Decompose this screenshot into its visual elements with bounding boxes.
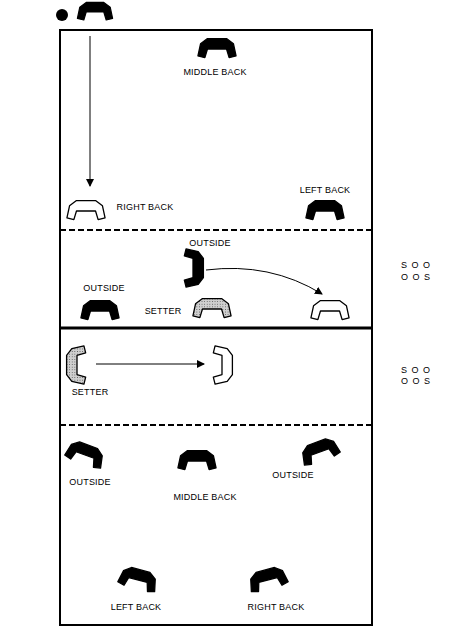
position-label: RIGHT BACK	[117, 202, 174, 212]
position-label: OUTSIDE	[272, 470, 313, 480]
attack-line	[60, 424, 372, 426]
position-label: OUTSIDE	[83, 283, 124, 293]
net-line	[60, 327, 372, 330]
position-label: MIDDLE BACK	[183, 67, 246, 77]
position-label: LEFT BACK	[300, 185, 351, 195]
court-outline	[60, 30, 372, 625]
server-figure	[77, 2, 112, 20]
player-figure	[81, 301, 119, 320]
player-figure	[306, 201, 344, 220]
player-figure	[117, 565, 159, 593]
setter-figure	[67, 346, 86, 384]
player-figure	[178, 451, 216, 470]
player-figure	[247, 565, 289, 593]
rotation-code: S O O	[401, 260, 431, 270]
position-label: SETTER	[72, 387, 109, 397]
rotation-code: S O O	[401, 365, 431, 375]
ball	[56, 9, 68, 21]
move-arrow	[96, 364, 204, 365]
rotation-code: O O S	[401, 376, 431, 386]
setter-figure	[193, 299, 231, 318]
position-label: SETTER	[145, 306, 182, 316]
player-figure	[198, 39, 236, 58]
position-label: OUTSIDE	[69, 477, 110, 487]
rotation-code: O O S	[401, 272, 431, 282]
player-figure	[299, 436, 341, 467]
player-figure	[311, 301, 349, 320]
position-label: MIDDLE BACK	[173, 492, 236, 502]
player-figure	[64, 439, 106, 470]
position-label: OUTSIDE	[189, 238, 230, 248]
position-label: LEFT BACK	[111, 602, 162, 612]
player-figure	[184, 249, 203, 287]
player-figure	[213, 346, 232, 384]
serve-arrow	[90, 36, 91, 186]
attack-line	[60, 229, 372, 231]
position-label: RIGHT BACK	[248, 602, 305, 612]
player-figure	[67, 201, 105, 220]
move-arrow	[206, 268, 322, 294]
